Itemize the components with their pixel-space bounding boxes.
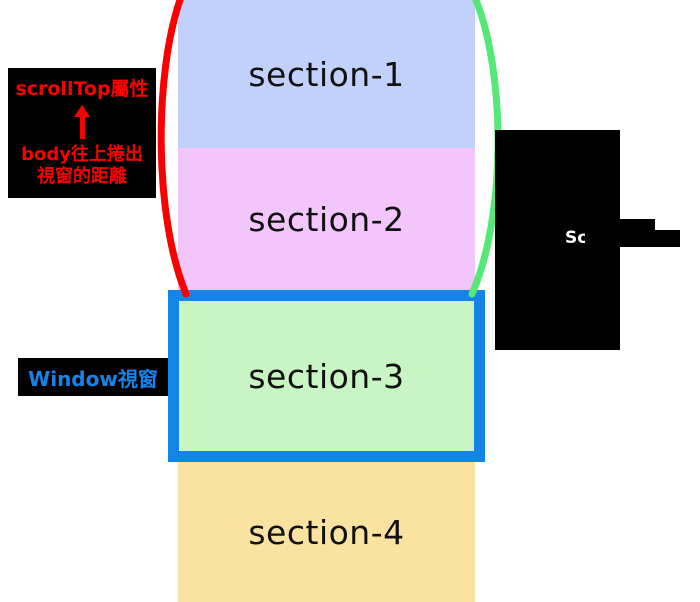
- section-3-block: section-3: [178, 290, 475, 462]
- section-2-block: section-2: [178, 148, 475, 290]
- window-annotation-box: Window視窗: [18, 358, 168, 396]
- up-arrow-icon: [69, 104, 95, 139]
- redaction-bar-icon: [585, 230, 680, 247]
- right-annotation-label: Sc: [565, 228, 588, 248]
- section-3-label: section-3: [248, 356, 405, 396]
- scrolltop-annotation-box: scrollTop屬性 body往上捲出 視窗的距離: [8, 68, 156, 198]
- scrolltop-description-line-2: 視窗的距離: [37, 166, 127, 188]
- section-1-block: section-1: [178, 0, 475, 148]
- section-1-label: section-1: [248, 54, 405, 94]
- section-2-label: section-2: [248, 199, 405, 239]
- window-label: Window視窗: [28, 366, 158, 391]
- right-annotation-text-wrap: Sc: [565, 219, 680, 248]
- scrolltop-property-label: scrollTop屬性: [15, 77, 149, 100]
- redaction-bar-secondary-icon: [585, 219, 655, 230]
- scrolltop-description-line-1: body往上捲出: [21, 143, 143, 165]
- section-4-label: section-4: [248, 512, 405, 552]
- section-4-block: section-4: [178, 462, 475, 602]
- right-annotation-box: Sc: [495, 130, 680, 350]
